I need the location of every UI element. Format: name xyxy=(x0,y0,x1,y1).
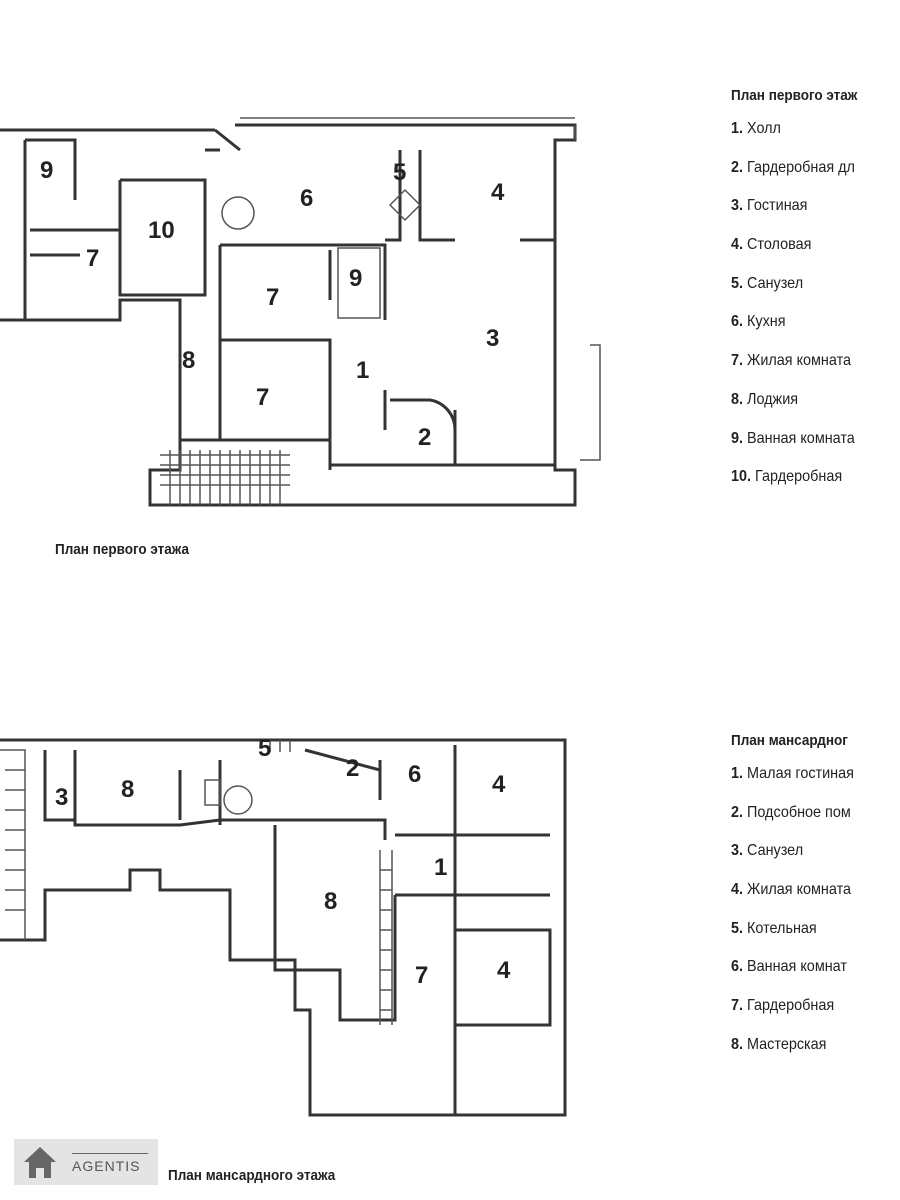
legend-item: 5. Санузел xyxy=(731,274,804,292)
first-floor-room-labels: 9 10 7 6 5 4 7 9 8 1 3 7 2 xyxy=(40,157,505,451)
legend-item: 10. Гардеробная xyxy=(731,468,843,486)
legend-item: 8. Лоджия xyxy=(731,390,799,408)
legend-item: 1. Малая гостиная xyxy=(731,765,854,782)
room-label: 7 xyxy=(415,962,428,989)
legend-item: 3. Гостиная xyxy=(731,197,808,215)
room-label: 5 xyxy=(258,735,271,762)
first-floor-caption: План первого этажа xyxy=(55,541,190,558)
legend-item: 8. Мастерская xyxy=(731,1035,827,1053)
room-label: 4 xyxy=(492,771,506,798)
legend-item: 9. Ванная комната xyxy=(731,429,855,447)
room-label: 2 xyxy=(346,755,359,782)
room-label: 8 xyxy=(182,347,195,374)
room-label: 3 xyxy=(486,325,499,352)
legend-item: 2. Подсобное пом xyxy=(731,803,851,821)
room-label: 4 xyxy=(497,957,511,984)
legend-item: 7. Гардеробная xyxy=(731,997,835,1015)
legend-item: 3. Санузел xyxy=(731,842,804,860)
legend-item: 7. Жилая комната xyxy=(731,352,852,370)
legend-item: 2. Гардеробная дл xyxy=(731,158,855,176)
legend-title: План мансардног xyxy=(731,732,848,749)
room-label: 6 xyxy=(300,185,313,212)
room-label: 2 xyxy=(418,424,431,451)
legend-item: 6. Ванная комнат xyxy=(731,958,847,976)
legend-item: 4. Жилая комната xyxy=(731,881,852,899)
room-label: 3 xyxy=(55,784,68,811)
attic-floor-legend: План мансардног 1. Малая гостиная 2. Под… xyxy=(731,727,900,1065)
room-label: 1 xyxy=(434,854,447,881)
agentis-watermark: AGENTIS xyxy=(14,1139,158,1185)
first-floor-plan: 9 10 7 6 5 4 7 9 8 1 3 7 2 xyxy=(0,117,601,507)
room-label: 9 xyxy=(40,157,53,184)
attic-floor-caption: План мансардного этажа xyxy=(168,1167,336,1184)
room-label: 7 xyxy=(256,384,269,411)
legend-item: 4. Столовая xyxy=(731,236,812,254)
first-floor-legend: План первого этаж 1. Холл 2. Гардеробная… xyxy=(731,82,900,497)
legend-item: 5. Котельная xyxy=(731,919,817,937)
room-label: 6 xyxy=(408,761,421,788)
attic-floor-room-labels: 3 8 5 2 6 4 1 8 7 4 xyxy=(55,735,511,989)
attic-floor-plan: 3 8 5 2 6 4 1 8 7 4 xyxy=(0,735,567,1117)
room-label: 7 xyxy=(266,284,279,311)
house-icon xyxy=(24,1147,56,1178)
room-label: 4 xyxy=(491,179,505,206)
legend-item: 6. Кухня xyxy=(731,313,786,331)
room-label: 8 xyxy=(324,888,337,915)
room-label: 1 xyxy=(356,357,369,384)
room-label: 5 xyxy=(393,159,406,186)
watermark-text: AGENTIS xyxy=(72,1158,141,1174)
watermark-rule xyxy=(72,1153,148,1154)
attic-floor-walls xyxy=(0,738,567,1117)
legend-title: План первого этаж xyxy=(731,87,858,104)
room-label: 9 xyxy=(349,265,362,292)
room-label: 10 xyxy=(148,217,175,244)
room-label: 7 xyxy=(86,245,99,272)
first-floor-walls xyxy=(0,117,601,507)
room-label: 8 xyxy=(121,776,134,803)
legend-item: 1. Холл xyxy=(731,120,781,137)
